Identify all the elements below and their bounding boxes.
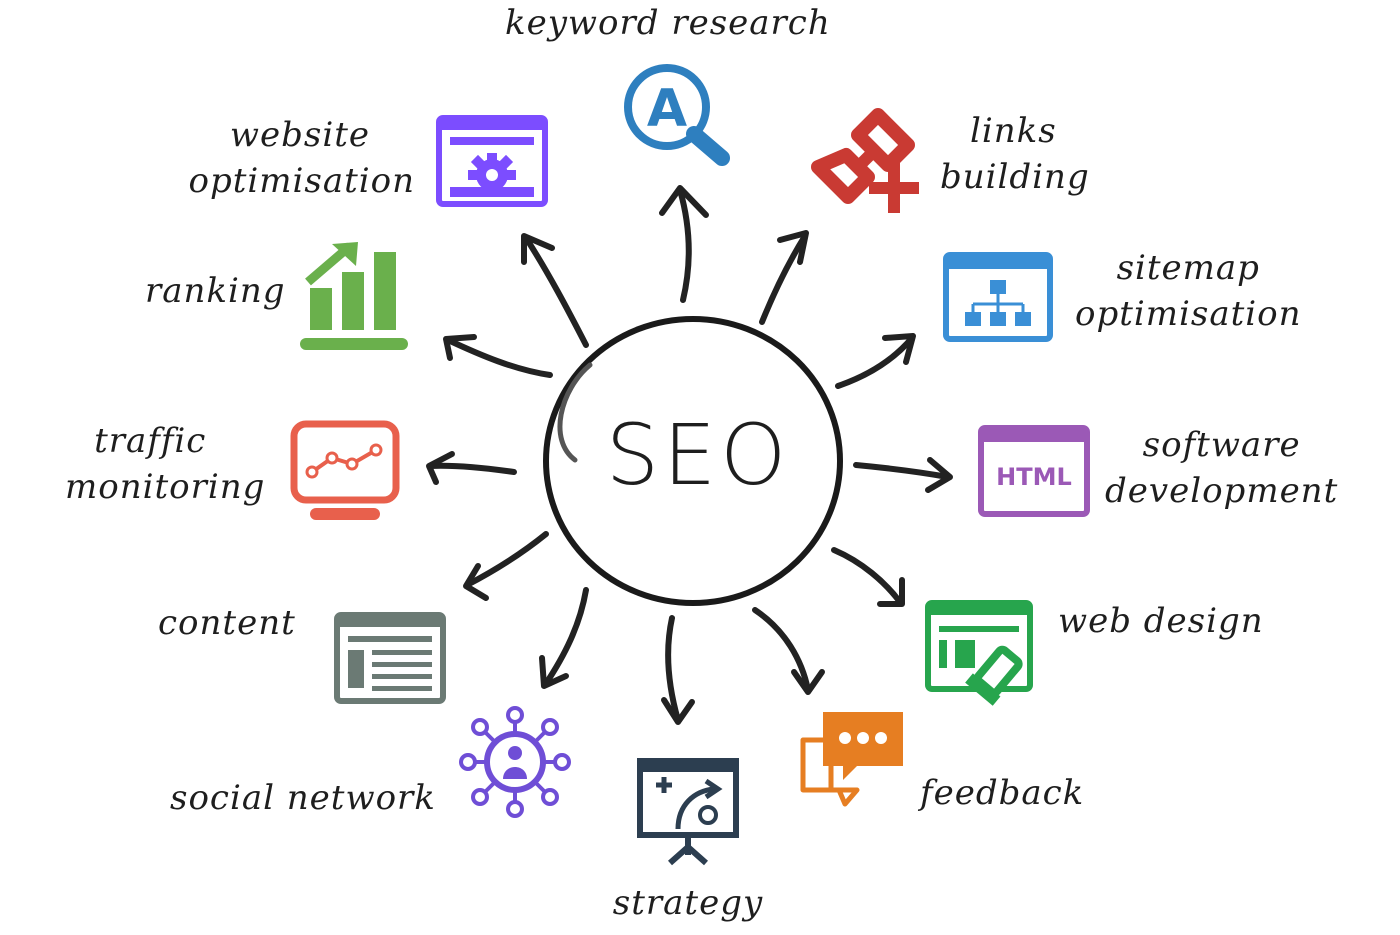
arrow-to-keyword-research [659,185,709,303]
traffic-monitoring-label: traffic monitoring [65,418,265,510]
arrow-to-website-optimisation [521,233,589,348]
traffic-monitoring-line-2: monitoring [65,467,266,507]
content-page-icon [334,612,446,704]
monitor-chart-icon [290,420,400,520]
software-development-line-1: software [1142,425,1301,465]
ranking-label: ranking [145,271,286,311]
arrow-to-sitemap-optimisation [835,333,916,389]
content-label: content [158,603,296,643]
strategy-label: strategy [612,883,764,923]
sitemap-optimisation-line-1: sitemap [1116,248,1260,288]
sitemap-browser-icon [943,252,1053,342]
software-development-line-2: development [1105,471,1339,511]
social-network-label: social network [170,778,436,818]
software-development-label: software development [1105,422,1338,514]
website-optimisation-line-1: website [229,115,370,155]
social-network-icon [459,706,571,818]
arrow-to-feedback [752,607,825,695]
arrow-to-ranking [443,334,553,378]
html-badge-text: HTML [996,463,1072,491]
arrow-to-traffic-monitoring [426,451,517,485]
bar-chart-up-icon [300,242,408,350]
arrow-to-social-network [539,587,589,689]
magnifier-letter-a-icon: A [624,64,730,166]
feedback-label: feedback [920,773,1085,813]
website-optimisation-line-2: optimisation [188,161,415,201]
links-building-label: links building [940,108,1090,200]
sitemap-optimisation-line-2: optimisation [1075,294,1302,334]
html-browser-icon: HTML [978,425,1090,517]
arrow-to-links-building [759,230,809,325]
website-optimisation-label: website optimisation [175,112,415,204]
arrow-to-software-development [853,457,953,493]
links-building-line-1: links [970,111,1057,151]
arrow-to-content [463,531,549,601]
chat-bubbles-icon [800,712,903,807]
seo-hub-circle [543,316,843,606]
hub-inner-swirl [557,362,593,463]
keyword-research-label: keyword research [505,3,831,43]
web-design-label: web design [1058,601,1264,641]
web-design-browser-icon [925,600,1033,706]
browser-gear-icon [436,115,548,207]
arrow-to-strategy [661,615,695,725]
links-building-line-2: building [940,157,1090,197]
seo-hub-label: SEO [605,406,791,504]
svg-text:A: A [647,79,687,139]
traffic-monitoring-line-1: traffic [94,421,207,461]
arrow-to-web-design [831,547,905,607]
chain-link-plus-icon [811,108,919,213]
sitemap-optimisation-label: sitemap optimisation [1075,245,1302,337]
strategy-board-icon [637,758,739,866]
